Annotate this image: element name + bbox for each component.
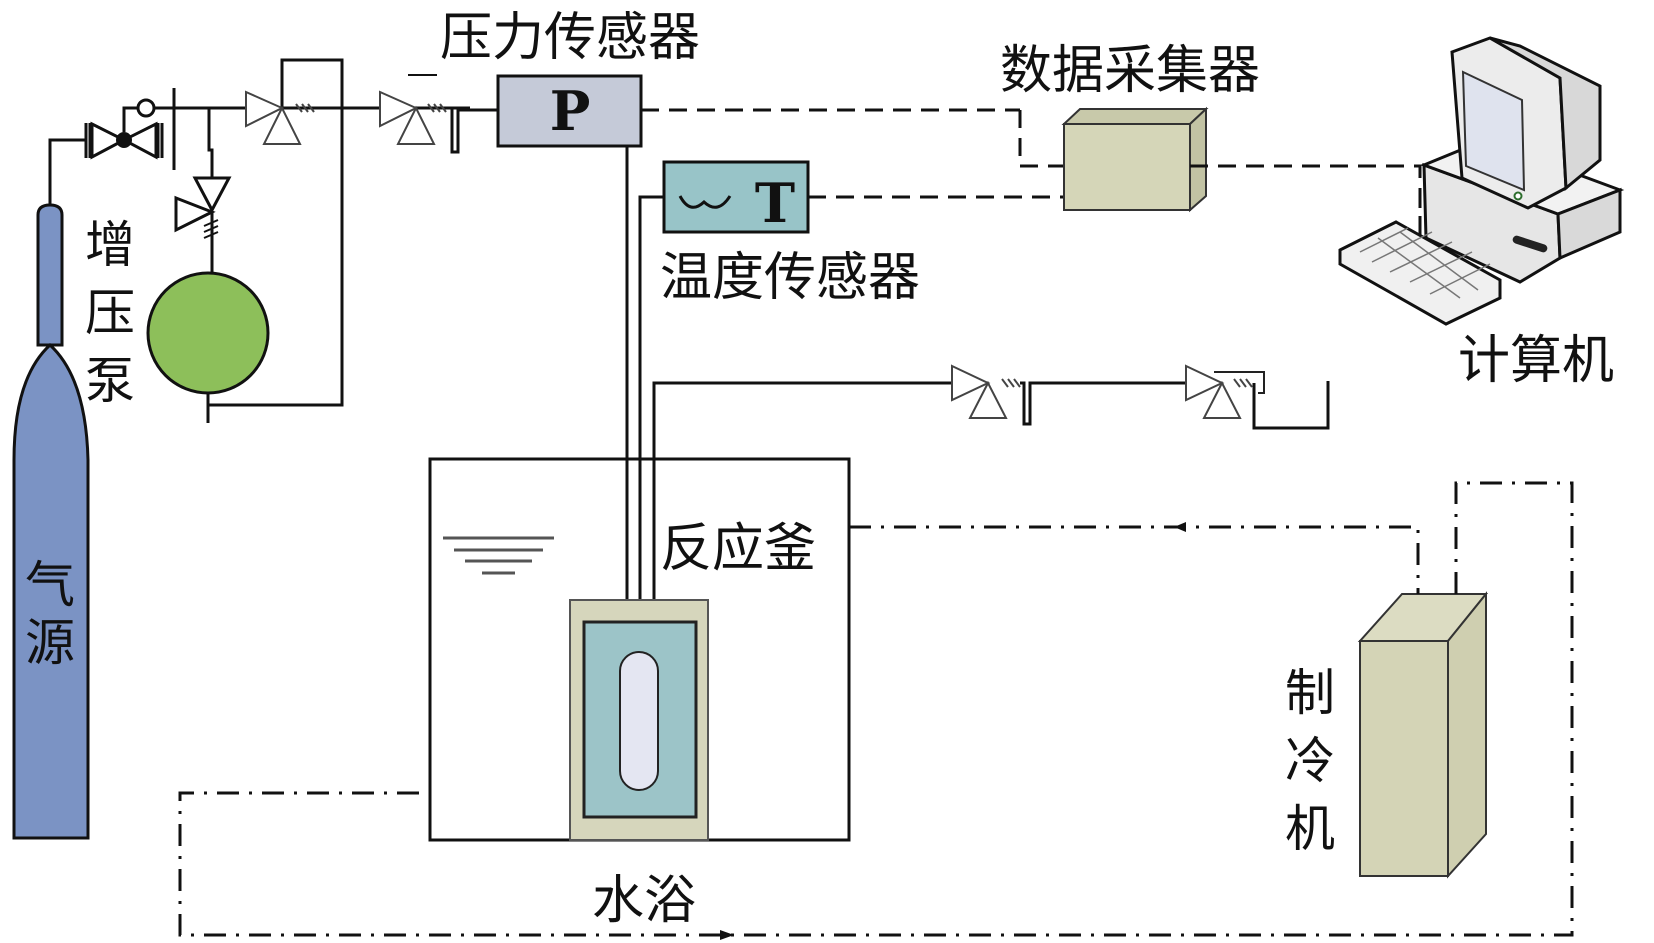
safety-valve-2[interactable] (379, 90, 447, 145)
vent-valve-2[interactable] (1185, 364, 1265, 419)
chiller[interactable]: 制 冷 机 (1285, 591, 1489, 879)
chiller-label-3: 机 (1285, 800, 1335, 858)
vent-line-2 (1020, 381, 1186, 426)
temperature-sensor[interactable]: T 温度传感器 (660, 160, 920, 308)
thermocouple-icon (678, 195, 732, 209)
reactor[interactable]: 反应釜 (569, 519, 816, 841)
gas-source-label-1: 气 (25, 556, 75, 614)
safety-valve-1[interactable] (245, 90, 315, 145)
booster-pump-label-1: 增 (85, 216, 135, 274)
booster-pump-label-2: 压 (85, 284, 135, 342)
temperature-sensor-symbol: T (755, 171, 795, 235)
water-bath-label: 水浴 (592, 871, 696, 931)
computer-label: 计算机 (1458, 331, 1614, 391)
gas-cylinder-neck (36, 203, 64, 347)
pressure-sensor-label: 压力传感器 (440, 8, 700, 68)
booster-pump-label-3: 泵 (85, 352, 135, 410)
chiller-label-2: 冷 (1285, 732, 1335, 790)
pressure-sensor[interactable]: P 压力传感器 (440, 8, 700, 148)
flow-arrow-left-icon (1174, 522, 1186, 532)
booster-pump[interactable]: 增 压 泵 (85, 216, 270, 410)
pump-check-valve[interactable] (174, 176, 232, 272)
keyboard (1338, 220, 1502, 326)
vent-valve-1[interactable] (951, 364, 1021, 419)
keyboard-keys (1359, 227, 1491, 299)
vent-outlet (1252, 381, 1330, 430)
valve-handle-icon (136, 98, 156, 118)
coolant-return-line (849, 525, 1420, 594)
pump-return-loop (208, 58, 344, 407)
pipe-to-pump (207, 108, 214, 178)
data-acquisition-label: 数据采集器 (1000, 41, 1260, 101)
pipe-to-pressure-sensor (446, 106, 498, 154)
drive-slot-icon (1512, 235, 1548, 253)
flow-arrow-right-icon (720, 930, 734, 940)
coolant-supply-line (178, 481, 1574, 937)
valve-stem-icon (116, 132, 132, 148)
gas-source-label-2: 源 (25, 614, 75, 672)
pressure-sensor-symbol: P (550, 79, 591, 143)
computer[interactable]: 计算机 (1338, 36, 1625, 391)
power-led-icon (1513, 191, 1523, 201)
main-valve[interactable] (84, 98, 164, 160)
gas-cylinder-body (12, 342, 90, 840)
water-level-icon (443, 536, 554, 575)
gas-cylinder[interactable]: 气 源 (12, 203, 90, 840)
chiller-box (1359, 640, 1449, 877)
pipe-cylinder-to-valve (48, 138, 86, 205)
monitor-screen (1461, 70, 1526, 192)
signal-line-pressure-drop (1018, 110, 1064, 168)
sight-window (619, 651, 659, 791)
data-acquisition-unit[interactable]: 数据采集器 (1000, 41, 1260, 213)
chiller-label-1: 制 (1285, 664, 1335, 722)
temperature-sensor-label: 温度传感器 (660, 248, 920, 308)
reactor-label: 反应釜 (660, 519, 816, 579)
